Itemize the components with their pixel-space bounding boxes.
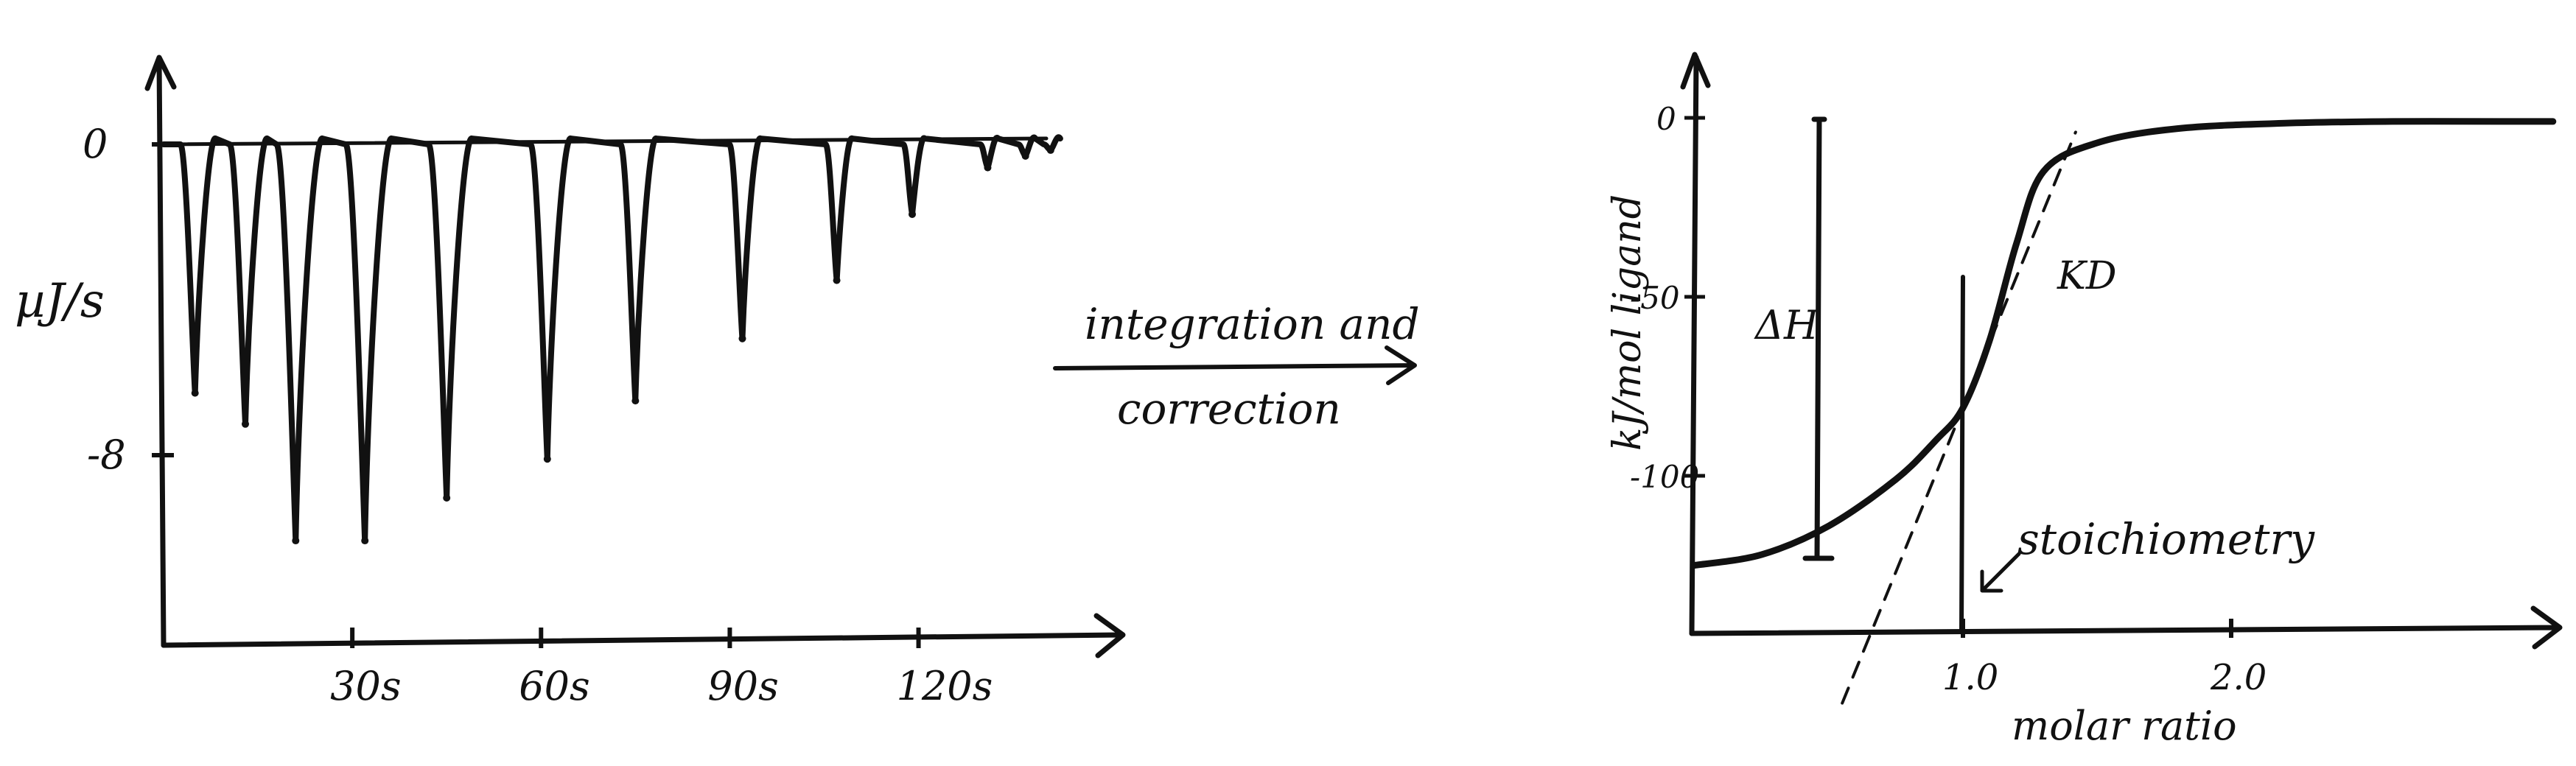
transition-label-line1: integration and (1085, 299, 1420, 349)
x-tick-label-60s: 60s (519, 663, 589, 709)
transition-arrow (1053, 345, 1417, 385)
thermogram-peak-8 (738, 334, 746, 342)
y-tick-label--50: -50 (1630, 280, 1680, 316)
thermogram-peak-6 (543, 455, 551, 463)
isotherm-chart: 1.0 2.0 0 -50 -100 ΔH stoichiometry KD kJ/m… (1606, 52, 2563, 749)
thermogram-peak-9 (833, 276, 841, 284)
transition-label-line2: correction (1117, 384, 1341, 434)
thermogram-y-label: µJ/s (15, 274, 105, 328)
y-tick-label-0: 0 (83, 121, 108, 167)
isotherm-curve (1691, 118, 2557, 569)
y-tick-label--8: -8 (87, 432, 126, 478)
x-tick-label-120s: 120s (897, 663, 993, 709)
stoichiometry-label: stoichiometry (2017, 514, 2315, 564)
thermogram-peak-13 (1046, 146, 1054, 154)
isotherm-y-label: kJ/mol ligand (1606, 194, 1650, 451)
thermogram-chart: 30s 60s 90s 120s 0 -8 µJ/s (15, 55, 1126, 709)
delta-h-bracket (1802, 116, 1835, 561)
transition-arrow-group: integration and correction (1053, 299, 1420, 434)
x-axis (1689, 605, 2563, 650)
thermogram-x-ticks: 30s 60s 90s 120s (330, 628, 993, 709)
thermogram-peak-11 (984, 164, 992, 172)
delta-h-label: ΔH (1754, 302, 1819, 348)
isotherm-x-label: molar ratio (2012, 703, 2237, 749)
thermogram-peak-12 (1021, 152, 1029, 160)
thermogram-peak-3 (292, 537, 300, 545)
thermogram-peak-1 (191, 389, 199, 397)
thermogram-peak-10 (909, 210, 917, 218)
thermogram-peak-5 (443, 494, 451, 502)
stoichiometry-line (1959, 275, 1965, 634)
thermogram-peak-2 (241, 420, 249, 428)
y-tick-label--100: -100 (1630, 459, 1699, 495)
x-tick-label-90s: 90s (707, 663, 778, 709)
y-axis (1680, 52, 1711, 636)
kd-label: KD (2057, 254, 2117, 298)
stoichiometry-arrow (1980, 552, 2021, 593)
x-tick-label-30s: 30s (330, 663, 401, 709)
thermogram-peak-7 (631, 397, 640, 405)
x-tick-label-1.0: 1.0 (1942, 657, 1998, 698)
x-axis (161, 613, 1126, 658)
thermogram-y-ticks: 0 -8 (83, 121, 174, 478)
y-tick-label-0: 0 (1656, 101, 1676, 137)
thermogram-peak-4 (361, 537, 369, 545)
isotherm-x-ticks: 1.0 2.0 (1942, 619, 2267, 698)
isotherm-y-ticks: 0 -50 -100 (1630, 101, 1705, 495)
x-tick-label-2.0: 2.0 (2210, 657, 2267, 698)
thermogram-peaks (191, 146, 1054, 545)
thermogram-trace (161, 134, 1063, 544)
y-axis (144, 55, 177, 648)
